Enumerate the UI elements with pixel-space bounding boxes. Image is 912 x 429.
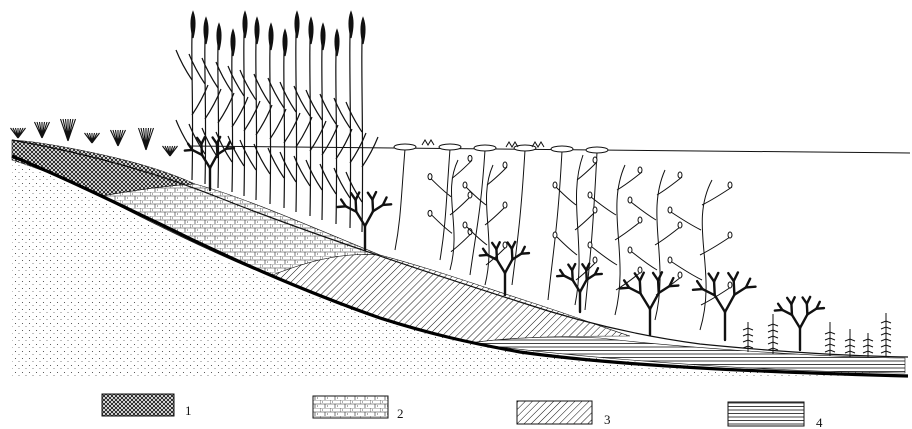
pondweed-icon <box>588 165 642 315</box>
legend-item-4: 4 <box>728 402 823 429</box>
reed-icon <box>216 30 248 192</box>
legend-swatch-2 <box>313 396 388 418</box>
legend-swatch-4 <box>728 402 804 426</box>
legend: 1 2 3 4 <box>102 394 823 429</box>
legend-label-2: 2 <box>397 406 404 421</box>
horsetail-icon <box>743 322 753 352</box>
water-lily-icon <box>512 145 536 285</box>
legend-swatch-3 <box>517 401 592 424</box>
water-lily-icon <box>585 147 608 310</box>
pondweed-icon <box>428 155 472 270</box>
horsetail-icon <box>881 313 891 357</box>
grass-tuft-icon <box>85 133 100 143</box>
legend-label-4: 4 <box>816 415 823 429</box>
branching-algae-icon <box>480 242 529 295</box>
branching-algae-icon <box>557 264 602 312</box>
reed-icon <box>320 30 352 224</box>
horsetail-icon <box>845 329 855 357</box>
water-lily-icon <box>422 140 434 145</box>
water-surface-line <box>190 146 910 153</box>
branching-algae-icon <box>775 297 824 350</box>
reed-icon <box>254 24 286 204</box>
horsetail-icon <box>863 333 873 357</box>
legend-label-1: 1 <box>185 403 192 418</box>
legend-item-2: 2 <box>313 396 404 421</box>
horsetail-icon <box>768 314 778 354</box>
legend-label-3: 3 <box>604 412 611 427</box>
legend-item-1: 1 <box>102 394 192 418</box>
grass-tuft-icon <box>35 122 50 138</box>
grass-tuft-icon <box>61 119 76 141</box>
grass-tuft-icon <box>11 128 26 138</box>
legend-item-3: 3 <box>517 401 611 427</box>
horsetail-icon <box>825 322 835 356</box>
water-lily-icon <box>394 144 416 250</box>
grass-tuft-icon <box>163 146 178 156</box>
grass-tuft-icon <box>111 130 126 146</box>
legend-swatch-1 <box>102 394 174 416</box>
grass-tuft-icon <box>139 128 154 150</box>
branching-algae-icon <box>693 272 756 340</box>
